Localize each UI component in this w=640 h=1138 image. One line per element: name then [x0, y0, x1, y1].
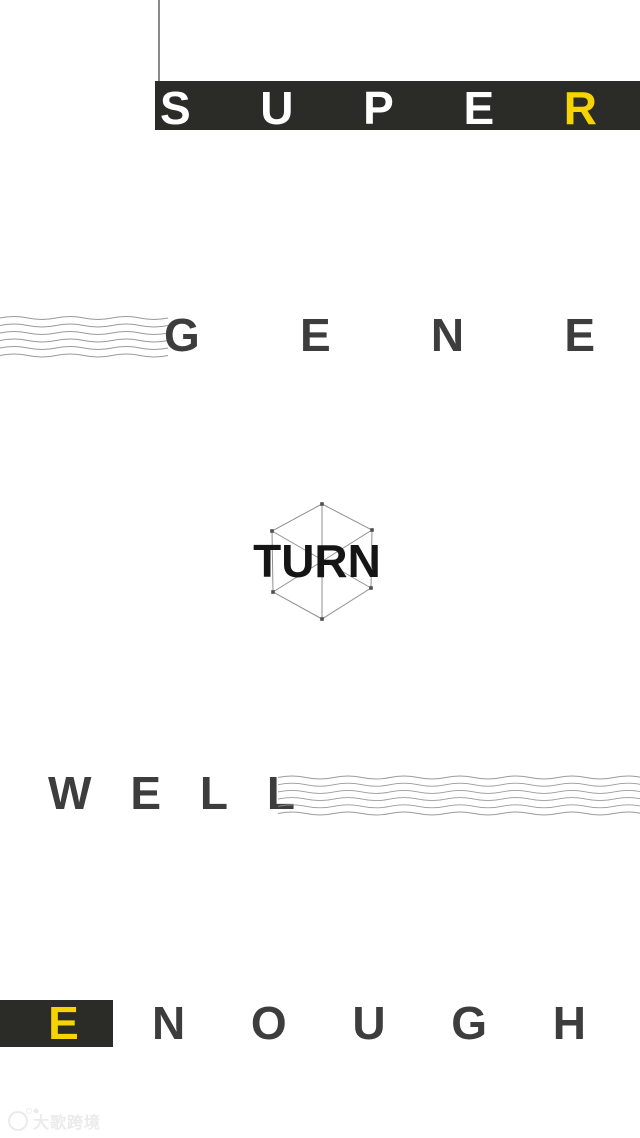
letter: N	[430, 309, 465, 361]
letter: G	[164, 309, 200, 361]
letter: U	[352, 997, 386, 1049]
wireframe-cube-icon	[270, 502, 374, 621]
letter: E	[564, 309, 595, 361]
enough-highlight-box: E	[0, 1000, 113, 1047]
letter: S	[160, 82, 191, 134]
letter: H	[552, 997, 586, 1049]
header-vertical-rule	[158, 0, 160, 81]
letter: G	[451, 997, 488, 1049]
wave-lines-left	[0, 316, 169, 358]
letter: P	[363, 82, 394, 134]
watermark-logo-icon	[8, 1108, 32, 1131]
letter: N	[152, 997, 186, 1049]
letter: E	[299, 309, 331, 361]
letter: L	[199, 767, 228, 819]
watermark-text: 大歌跨境	[33, 1115, 102, 1132]
letter: U	[260, 82, 294, 134]
word-gene: G E N E	[164, 312, 595, 358]
word-well: W E L L	[48, 770, 295, 816]
letter: E	[463, 82, 495, 134]
letter: O	[250, 997, 287, 1049]
word-enough: N O U G H	[152, 1000, 586, 1047]
word-super: S U P E R	[160, 84, 597, 133]
letter: E	[130, 767, 161, 819]
letter: L	[266, 767, 295, 819]
highlight-letter: E	[48, 997, 79, 1049]
wave-lines-right	[278, 775, 640, 816]
letter: W	[48, 767, 92, 819]
watermark: 大歌跨境	[8, 1108, 102, 1133]
super-header-bar	[155, 81, 640, 130]
word-turn: TURN	[253, 535, 381, 587]
highlight-letter: R	[563, 82, 597, 134]
